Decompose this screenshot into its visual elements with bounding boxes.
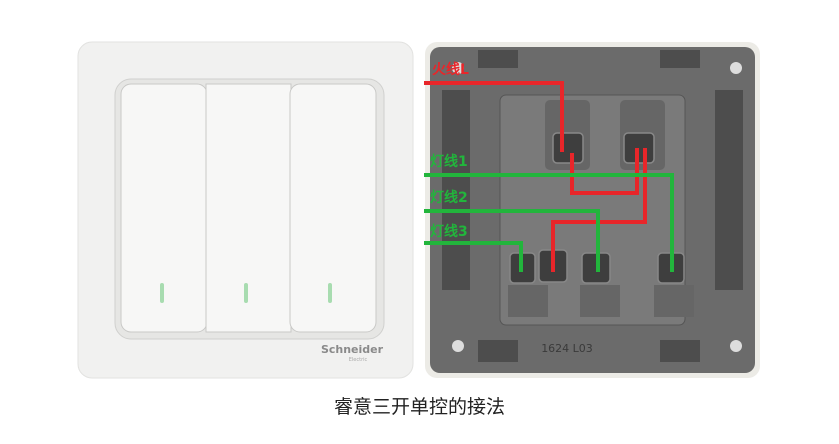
rocker-2 <box>205 83 292 333</box>
wires <box>424 81 674 272</box>
wire-labels: 火线L 灯线1 灯线2 灯线3 <box>430 61 469 240</box>
live-wire <box>424 81 564 152</box>
lamp-wire-3 <box>424 241 523 272</box>
indicator-light-2 <box>244 283 248 303</box>
label-lamp-2: 灯线2 <box>430 189 468 206</box>
lamp-wire-1 <box>424 173 674 272</box>
label-lamp-1: 灯线1 <box>430 153 468 170</box>
indicator-light-3 <box>328 283 332 303</box>
brand-logo: Schneider <box>321 343 384 356</box>
lamp-wire-2 <box>424 209 600 272</box>
terminal-L-top <box>552 132 584 164</box>
front-panel: Schneider Electric <box>77 41 414 379</box>
model-mark: 1624 L03 <box>541 342 593 355</box>
figure-caption: 睿意三开单控的接法 <box>333 396 505 418</box>
indicator-light-1 <box>160 283 164 303</box>
label-live: 火线L <box>432 61 469 78</box>
brand-sub: Electric <box>349 357 368 363</box>
label-lamp-3: 灯线3 <box>430 223 468 240</box>
rocker-3 <box>289 83 377 333</box>
